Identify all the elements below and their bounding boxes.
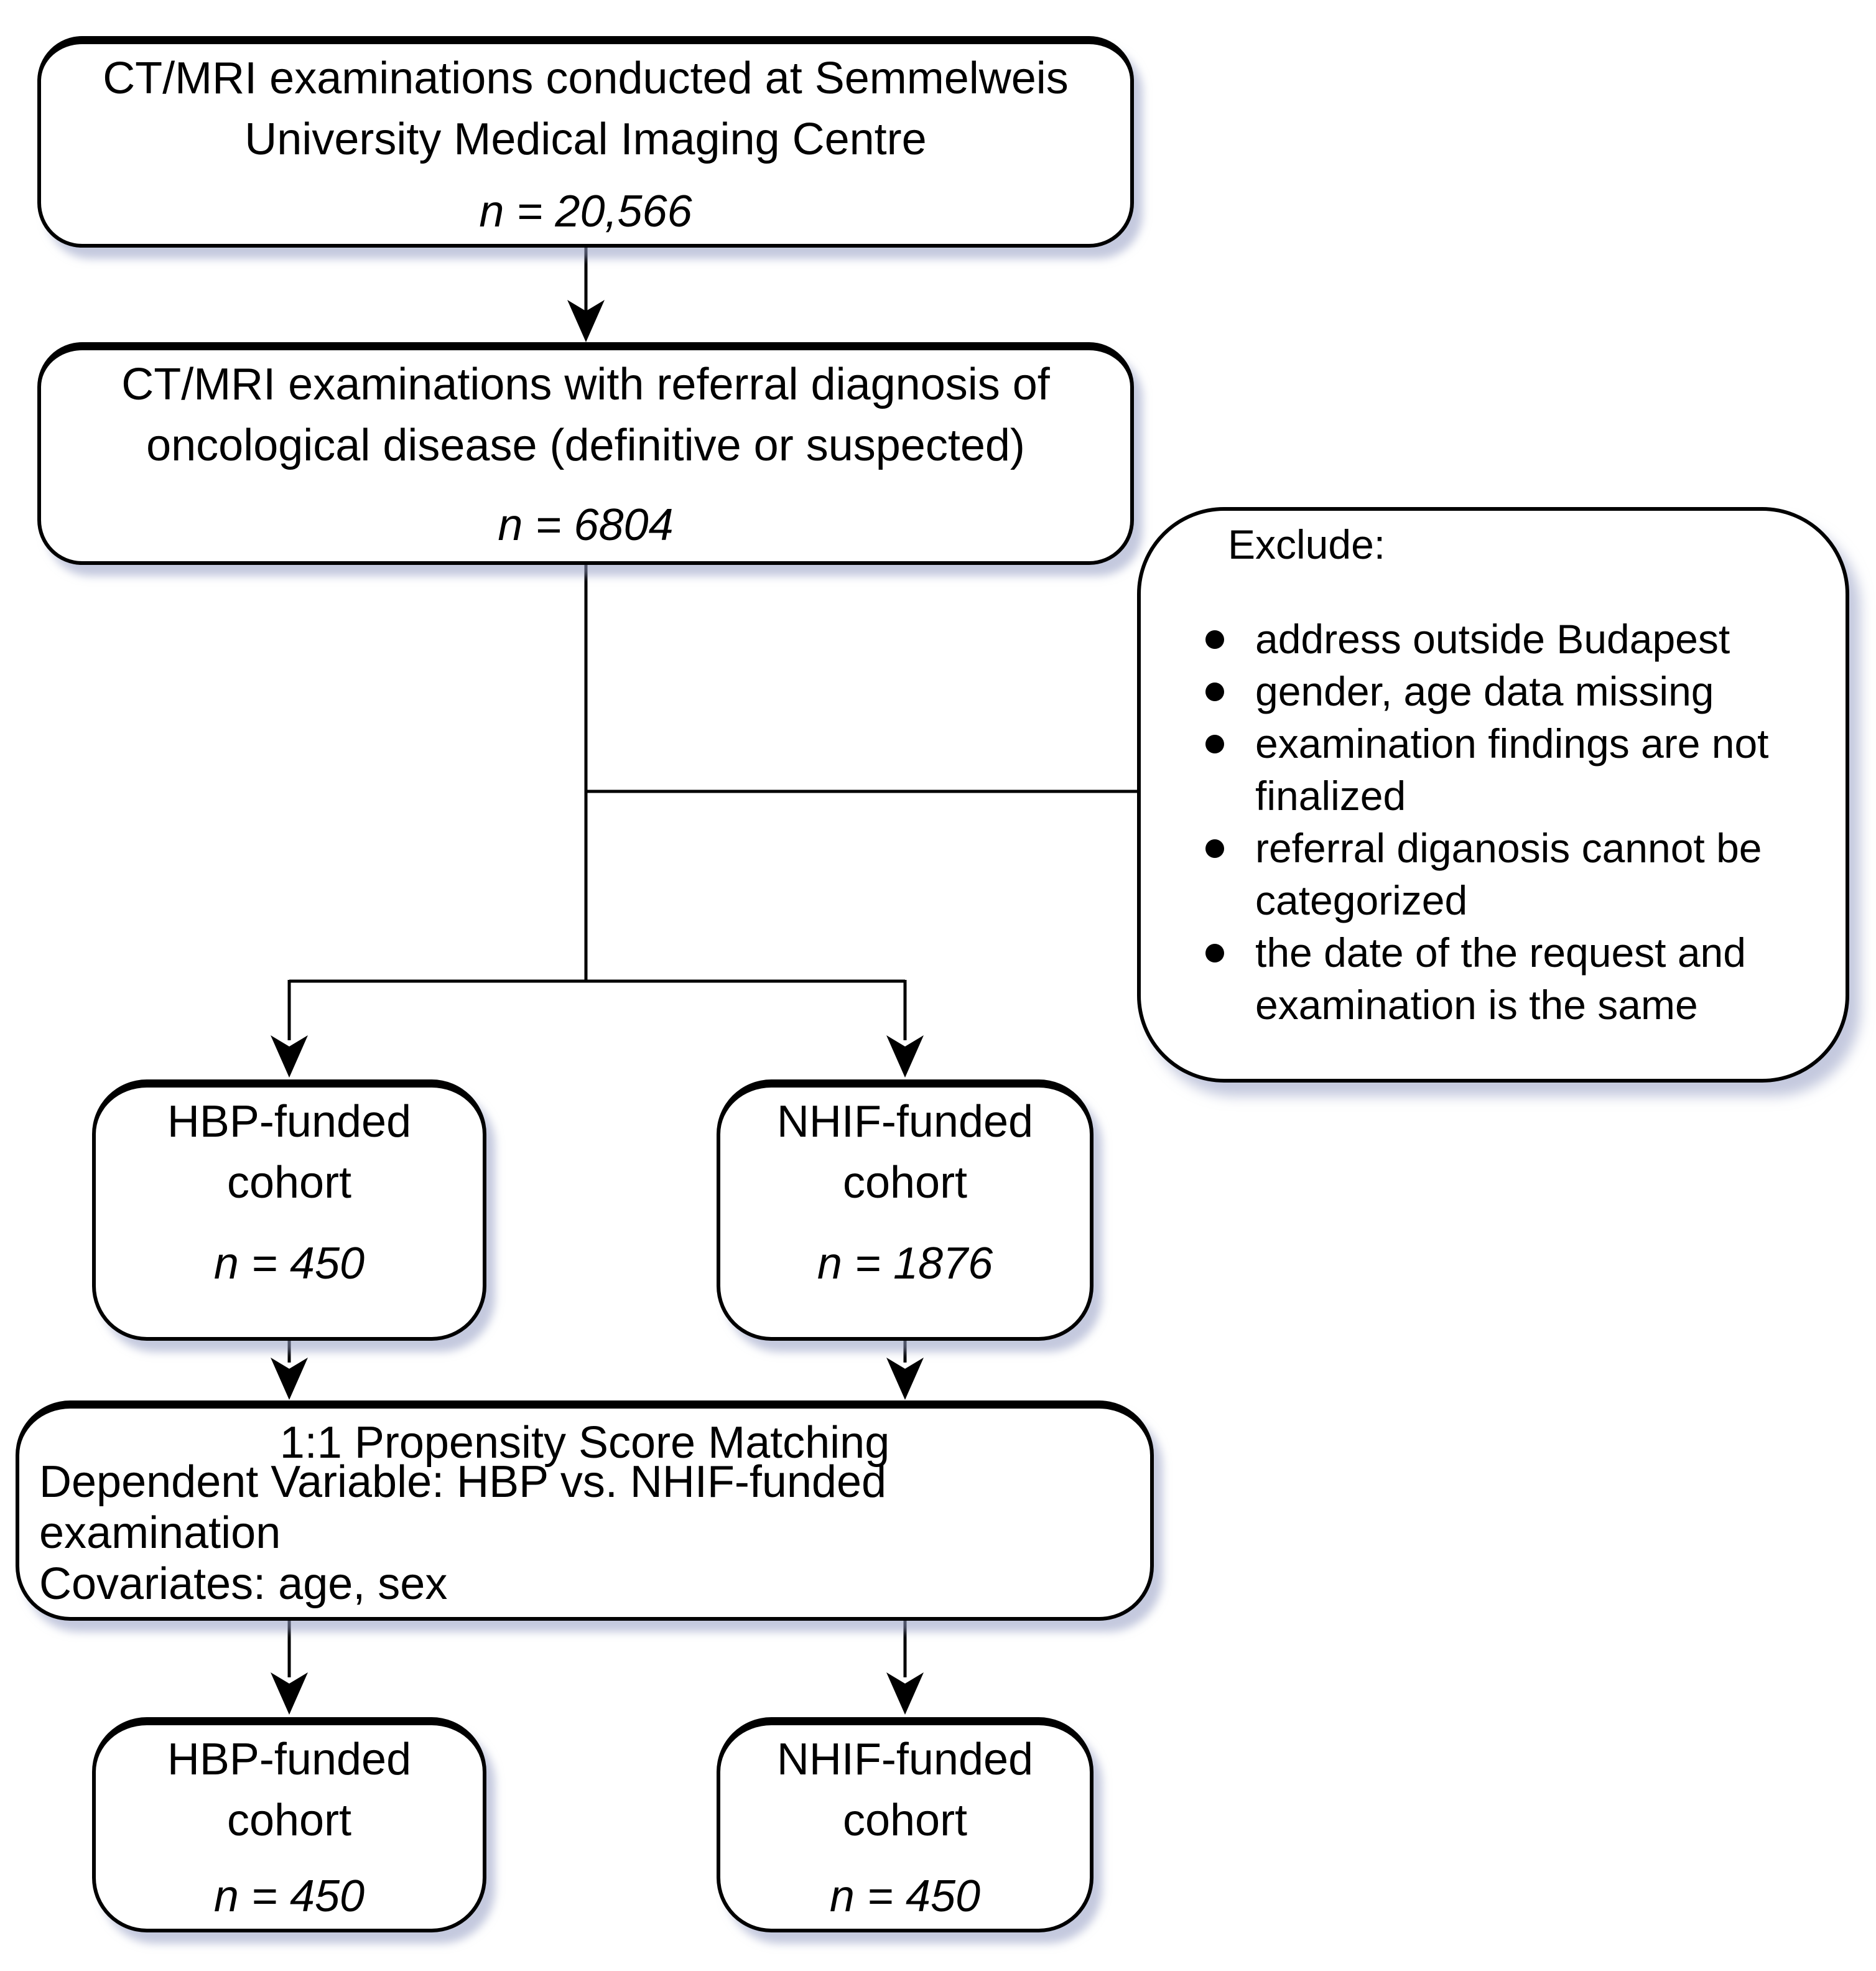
exclude-item-text: address outside Budapest [1255, 616, 1730, 662]
exclude-item-text: the date of the request and examination … [1255, 930, 1746, 1028]
psm-covariates: Covariates: age, sex [39, 1559, 448, 1609]
bullet-icon [1205, 735, 1224, 753]
exclude-title: Exclude: [1228, 521, 1386, 567]
arrowhead-hbp-matched [271, 1672, 308, 1715]
nhif-prematch-count: n = 1876 [817, 1239, 993, 1288]
exclude-item: gender, age data missing [1141, 665, 1821, 717]
hbp-prematch-title: HBP-funded cohort [96, 1091, 483, 1213]
arrowhead-nhif-matched [886, 1672, 924, 1715]
box-oncology-count: n = 6804 [498, 500, 674, 550]
box-oncology-referrals: CT/MRI examinations with referral diagno… [37, 342, 1134, 565]
box-hbp-cohort-matched: HBP-funded cohort n = 450 [92, 1717, 486, 1932]
box-hbp-cohort-prematch: HBP-funded cohort n = 450 [92, 1079, 486, 1341]
nhif-prematch-line2: cohort [842, 1158, 968, 1208]
box-total-count: n = 20,566 [479, 187, 692, 236]
box-nhif-cohort-matched: NHIF-funded cohort n = 450 [717, 1717, 1094, 1932]
box-oncology-title: CT/MRI examinations with referral diagno… [41, 354, 1130, 476]
exclude-item: the date of the request and examination … [1141, 926, 1821, 1031]
box-propensity-matching: 1:1 Propensity Score Matching Dependent … [16, 1400, 1154, 1621]
box-total-title: CT/MRI examinations conducted at Semmelw… [41, 48, 1130, 170]
nhif-prematch-title: NHIF-funded cohort [720, 1091, 1090, 1213]
exclude-item-text: examination findings are not finalized [1255, 720, 1769, 819]
psm-title: 1:1 Propensity Score Matching [279, 1418, 890, 1468]
bullet-icon [1205, 683, 1224, 701]
arrowhead-hbp-prematch [271, 1035, 308, 1078]
hbp-matched-title: HBP-funded cohort [96, 1729, 483, 1851]
box-oncology-line1: CT/MRI examinations with referral diagno… [121, 360, 1050, 409]
box-oncology-line2: oncological disease (definitive or suspe… [146, 421, 1025, 470]
exclude-item: address outside Budapest [1141, 613, 1821, 665]
exclude-item: examination findings are not finalized [1141, 717, 1821, 822]
nhif-matched-line2: cohort [842, 1796, 968, 1845]
arrowhead-psm-left [271, 1358, 308, 1400]
arrowhead-oncology [567, 300, 605, 342]
box-nhif-cohort-prematch: NHIF-funded cohort n = 1876 [717, 1079, 1094, 1341]
exclude-item: referral diganosis cannot be categorized [1141, 822, 1821, 926]
psm-dependent-variable: Dependent Variable: HBP vs. NHIF-funded … [39, 1457, 887, 1558]
bullet-icon [1205, 839, 1224, 858]
arrowhead-psm-right [886, 1358, 924, 1400]
nhif-prematch-line1: NHIF-funded [776, 1097, 1034, 1147]
hbp-matched-count: n = 450 [213, 1871, 365, 1921]
box-exclusion-criteria: Exclude: address outside Budapest gender… [1137, 507, 1849, 1083]
hbp-prematch-line1: HBP-funded [167, 1097, 412, 1147]
bullet-icon [1205, 944, 1224, 962]
hbp-matched-line2: cohort [226, 1796, 352, 1845]
hbp-prematch-count: n = 450 [213, 1239, 365, 1288]
box-total-line1: CT/MRI examinations conducted at Semmelw… [103, 54, 1069, 103]
arrowhead-nhif-prematch [886, 1035, 924, 1078]
bullet-icon [1205, 630, 1224, 649]
psm-details: Dependent Variable: HBP vs. NHIF-funded … [39, 1456, 1138, 1610]
hbp-matched-line1: HBP-funded [167, 1735, 412, 1784]
exclude-list: address outside Budapest gender, age dat… [1141, 613, 1821, 1031]
box-total-examinations: CT/MRI examinations conducted at Semmelw… [37, 36, 1134, 248]
hbp-prematch-line2: cohort [226, 1158, 352, 1208]
nhif-matched-title: NHIF-funded cohort [720, 1729, 1090, 1851]
exclude-item-text: gender, age data missing [1255, 668, 1714, 714]
nhif-matched-line1: NHIF-funded [776, 1735, 1034, 1784]
exclude-item-text: referral diganosis cannot be categorized [1255, 825, 1762, 923]
box-total-line2: University Medical Imaging Centre [244, 114, 927, 164]
nhif-matched-count: n = 450 [829, 1871, 981, 1921]
